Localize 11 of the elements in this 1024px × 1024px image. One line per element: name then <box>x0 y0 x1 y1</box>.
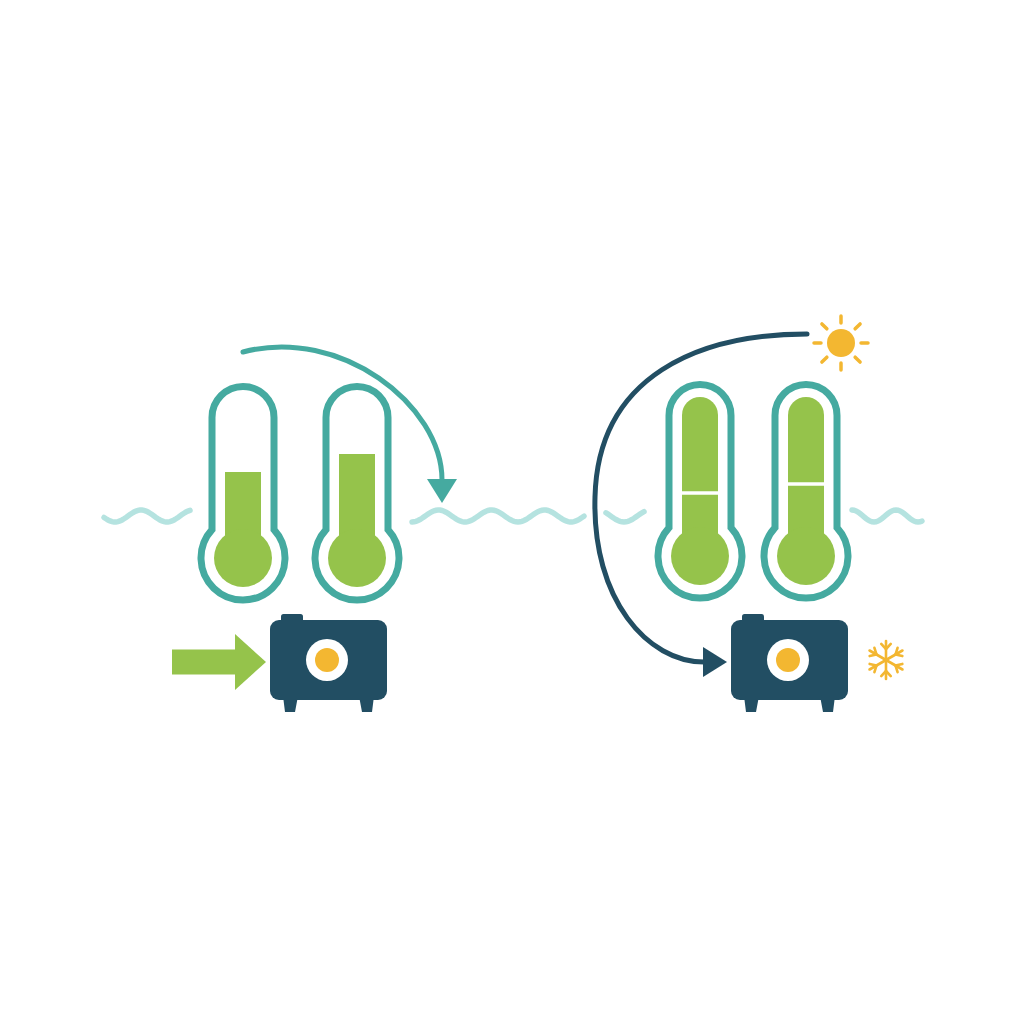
thermometer-icon <box>760 381 852 602</box>
curved-arrow <box>240 344 457 503</box>
sun-icon <box>812 314 870 372</box>
appliance-icon <box>731 614 848 712</box>
curved-arrow <box>592 331 810 677</box>
thermometer-icon <box>197 383 289 604</box>
appliance-icon <box>270 614 387 712</box>
wave-line <box>409 507 587 525</box>
thermometer-icon <box>654 381 746 602</box>
block-arrow <box>172 634 266 690</box>
thermometer-icon <box>311 383 403 604</box>
